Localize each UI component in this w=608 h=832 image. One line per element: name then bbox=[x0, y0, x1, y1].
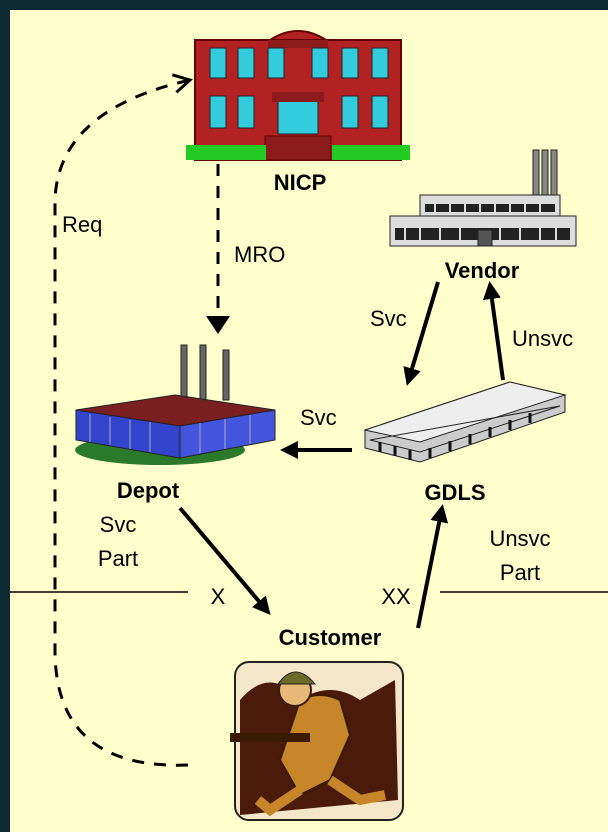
gdls-unsvc-part-label-2: Part bbox=[500, 560, 540, 585]
depot-label: Depot bbox=[117, 478, 180, 503]
depot-factory-icon bbox=[75, 344, 276, 465]
depot-to-customer-arrow bbox=[178, 506, 271, 616]
req-label: Req bbox=[62, 212, 102, 237]
customer-to-gdls-arrow bbox=[416, 504, 449, 629]
nicp-building-icon bbox=[186, 30, 410, 161]
nicp-label: NICP bbox=[274, 170, 327, 195]
xx-mark: XX bbox=[381, 584, 411, 609]
vendor-svc-label: Svc bbox=[370, 306, 407, 331]
customer-soldier-icon bbox=[230, 661, 404, 821]
vendor-factory-icon bbox=[389, 149, 577, 247]
gdls-unsvc-to-vendor-arrow bbox=[482, 281, 505, 381]
gdls-unsvc-part-label-1: Unsvc bbox=[489, 526, 550, 551]
mro-arrowhead bbox=[206, 316, 230, 334]
mro-label: MRO bbox=[234, 242, 285, 267]
vendor-label: Vendor bbox=[445, 258, 520, 283]
x-mark: X bbox=[211, 584, 226, 609]
gdls-svc-label: Svc bbox=[300, 405, 337, 430]
customer-label: Customer bbox=[279, 625, 382, 650]
vendor-svc-arrow bbox=[403, 281, 440, 386]
gdls-label: GDLS bbox=[424, 480, 485, 505]
req-flow-arrow bbox=[53, 73, 193, 767]
gdls-building-icon bbox=[363, 381, 567, 463]
depot-svc-part-label-2: Part bbox=[98, 546, 138, 571]
depot-svc-part-label-1: Svc bbox=[100, 512, 137, 537]
vendor-unsvc-label: Unsvc bbox=[512, 326, 573, 351]
